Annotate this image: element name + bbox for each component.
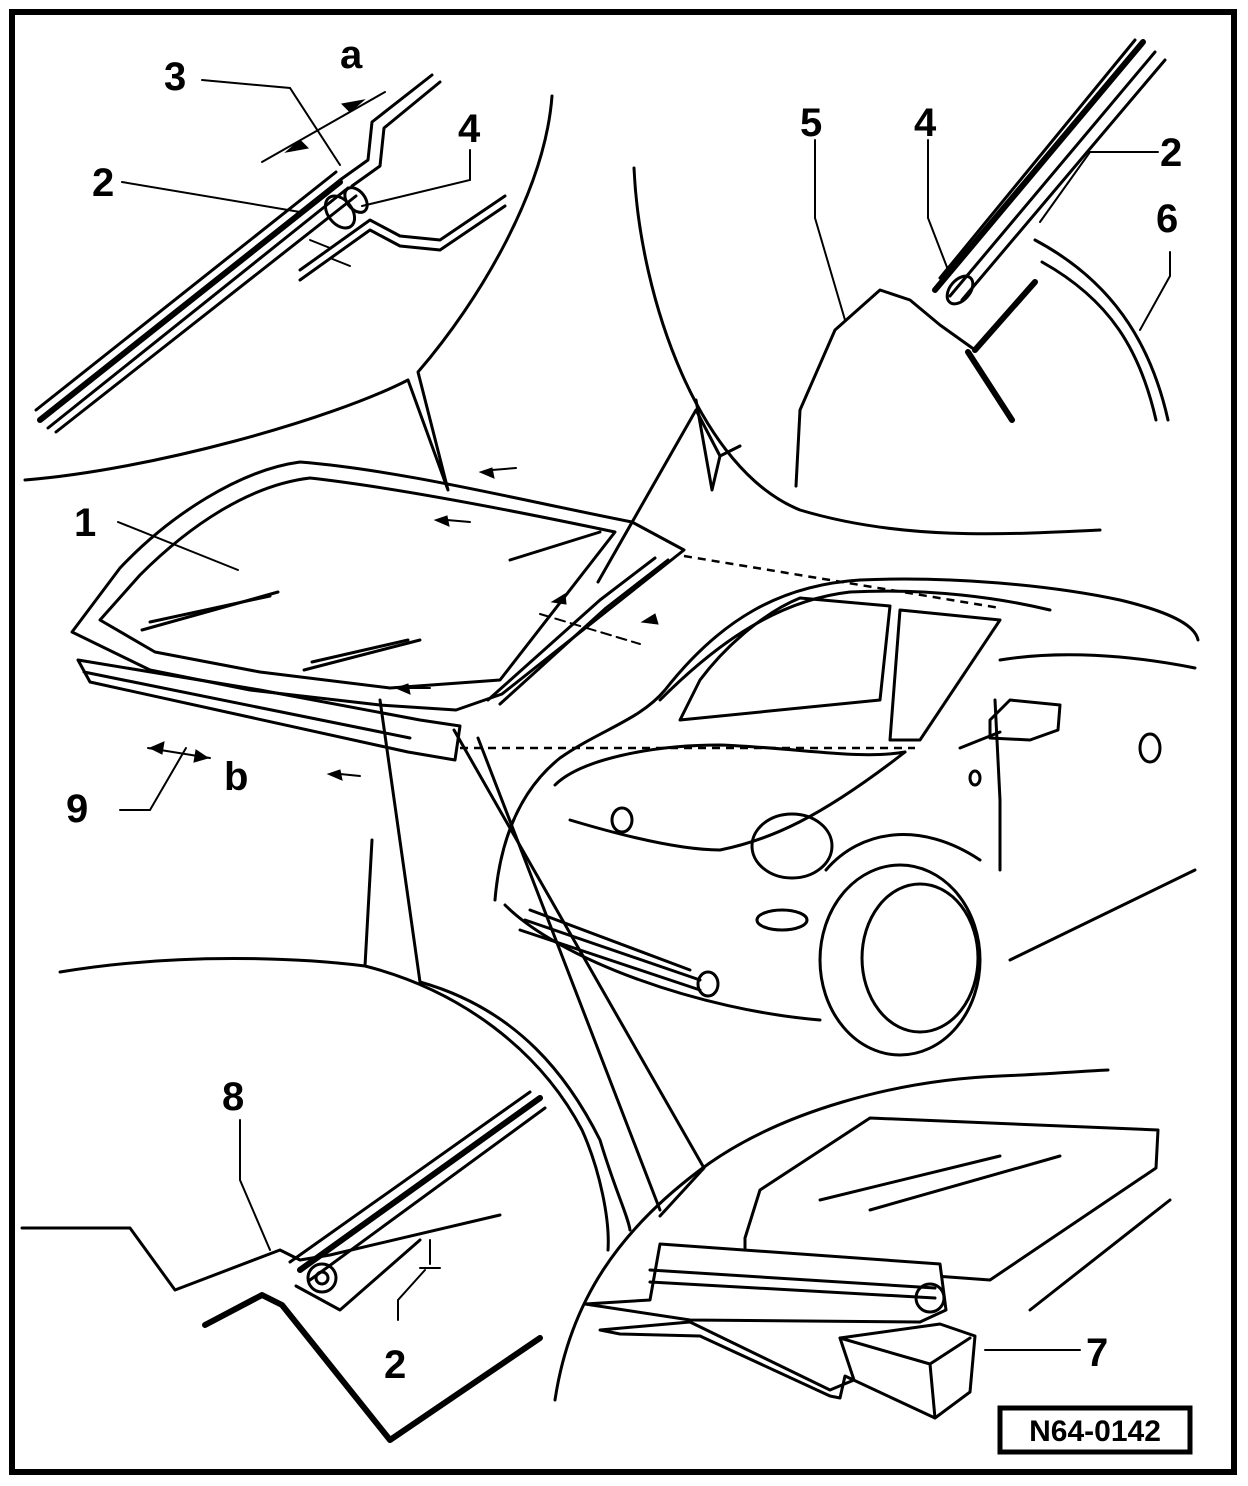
label-5: 5 xyxy=(800,101,822,145)
label-a: a xyxy=(340,33,363,77)
windshield-assembly xyxy=(70,460,686,811)
detail-bottom-left xyxy=(20,838,610,1443)
figure-code: N64-0142 xyxy=(1029,1415,1161,1448)
label-2-top-right: 2 xyxy=(1160,131,1182,175)
label-4-top-right: 4 xyxy=(914,101,937,145)
detail-top-right xyxy=(632,38,1171,536)
figure-code-box xyxy=(997,1405,1193,1455)
label-6: 6 xyxy=(1156,197,1178,241)
pointer-line-left xyxy=(418,980,632,1232)
pointer-line-top xyxy=(596,408,722,584)
projection-line-top xyxy=(683,554,1001,610)
detail-bottom-right xyxy=(378,698,1172,1420)
label-b: b xyxy=(224,755,248,799)
label-1: 1 xyxy=(74,501,96,545)
label-7: 7 xyxy=(1086,1331,1108,1375)
label-8: 8 xyxy=(222,1075,244,1119)
label-2-top-left: 2 xyxy=(92,161,114,205)
label-3: 3 xyxy=(164,55,186,99)
label-4-top-left: 4 xyxy=(458,107,481,151)
pointer-line-right xyxy=(476,736,662,1212)
diagram-frame xyxy=(9,9,1237,1475)
detail-top-left xyxy=(23,73,554,492)
label-2-bottom: 2 xyxy=(384,1343,406,1387)
car-body xyxy=(493,577,1200,1057)
label-9: 9 xyxy=(66,787,88,831)
